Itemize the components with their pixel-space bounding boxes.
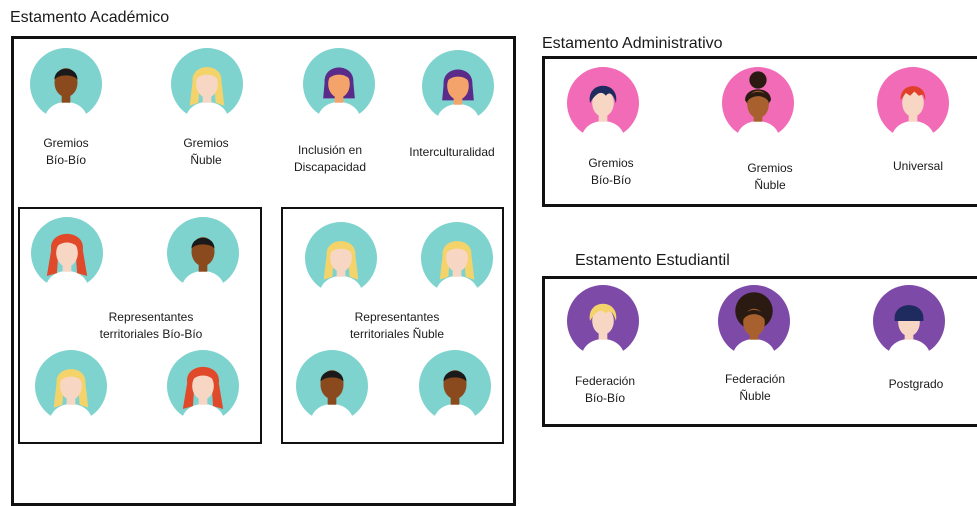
avatar-rep-nuble-1 — [305, 222, 377, 294]
heading-administrativo: Estamento Administrativo — [542, 35, 723, 52]
avatar-inclusion — [303, 48, 375, 120]
rep-nuble-box — [281, 207, 504, 444]
avatar-rep-nuble-2 — [421, 222, 493, 294]
rep-biobio-box — [18, 207, 262, 444]
avatar-gremios-biobio-administrativo — [567, 67, 639, 139]
avatar-rep-nuble-4 — [419, 350, 491, 422]
avatar-rep-biobio-1 — [31, 217, 103, 289]
label-postgrado: Postgrado — [888, 377, 944, 391]
avatar-rep-biobio-3 — [35, 350, 107, 422]
estudiantil-box — [542, 276, 977, 427]
avatar-rep-biobio-2 — [167, 217, 239, 289]
heading-estudiantil: Estamento Estudiantil — [575, 252, 730, 269]
avatar-gremios-nuble-administrativo — [722, 67, 794, 139]
avatar-postgrado — [873, 285, 945, 357]
avatar-universal — [877, 67, 949, 139]
avatar-federacion-nuble — [718, 285, 790, 357]
avatar-rep-nuble-3 — [296, 350, 368, 422]
heading-academico: Estamento Académico — [10, 9, 170, 26]
avatar-gremios-nuble-academico — [171, 48, 243, 120]
administrativo-box — [542, 56, 977, 207]
avatar-federacion-biobio — [567, 285, 639, 357]
label-interculturalidad: Interculturalidad — [409, 145, 495, 159]
avatar-interculturalidad — [422, 50, 494, 122]
avatar-gremios-biobio-academico — [30, 48, 102, 120]
avatar-rep-biobio-4 — [167, 350, 239, 422]
label-universal: Universal — [892, 159, 943, 173]
